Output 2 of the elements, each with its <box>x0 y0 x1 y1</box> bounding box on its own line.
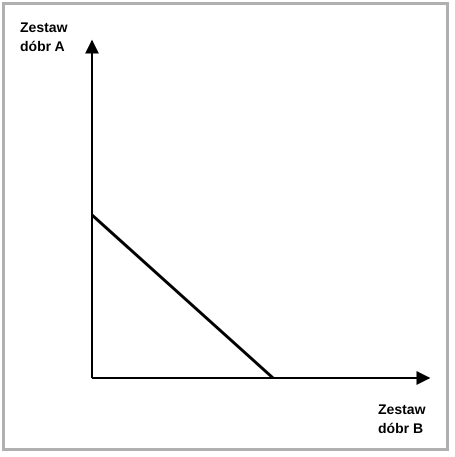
axis-label: Zestaw dóbr B <box>378 400 426 438</box>
axis-label: Zestaw dóbr A <box>20 18 68 56</box>
